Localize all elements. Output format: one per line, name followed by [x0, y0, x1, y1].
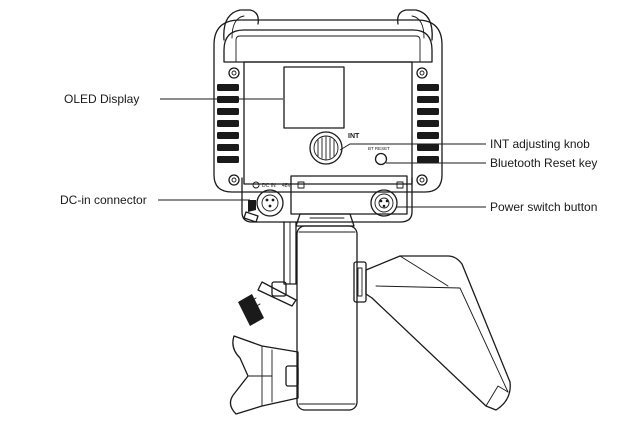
- power-switch-button: [370, 189, 398, 217]
- light-housing: [213, 9, 443, 193]
- mount-yoke: [229, 213, 511, 415]
- right-heatsink-fins: [417, 84, 439, 163]
- left-heatsink-fins: [217, 84, 239, 163]
- dc-in-connector: [243, 189, 284, 223]
- int-marking: INT: [348, 133, 360, 140]
- int-knob: [309, 131, 343, 165]
- oled-display-window: [283, 66, 345, 129]
- dc-in-marking: DC IN: [262, 183, 276, 189]
- dc-in-connector-label: DC-in connector: [60, 193, 147, 207]
- voltage-marking: 48V: [282, 183, 292, 189]
- bt-reset-marking: BT RESET: [368, 146, 390, 151]
- bluetooth-reset-label: Bluetooth Reset key: [490, 156, 598, 170]
- oled-display-label: OLED Display: [64, 92, 140, 106]
- power-switch-label: Power switch button: [490, 200, 598, 214]
- bluetooth-reset-key: [374, 152, 388, 166]
- dc-in-symbol-icon: [252, 181, 260, 189]
- int-knob-label: INT adjusting knob: [490, 137, 590, 151]
- int-knob-leader: [339, 143, 486, 151]
